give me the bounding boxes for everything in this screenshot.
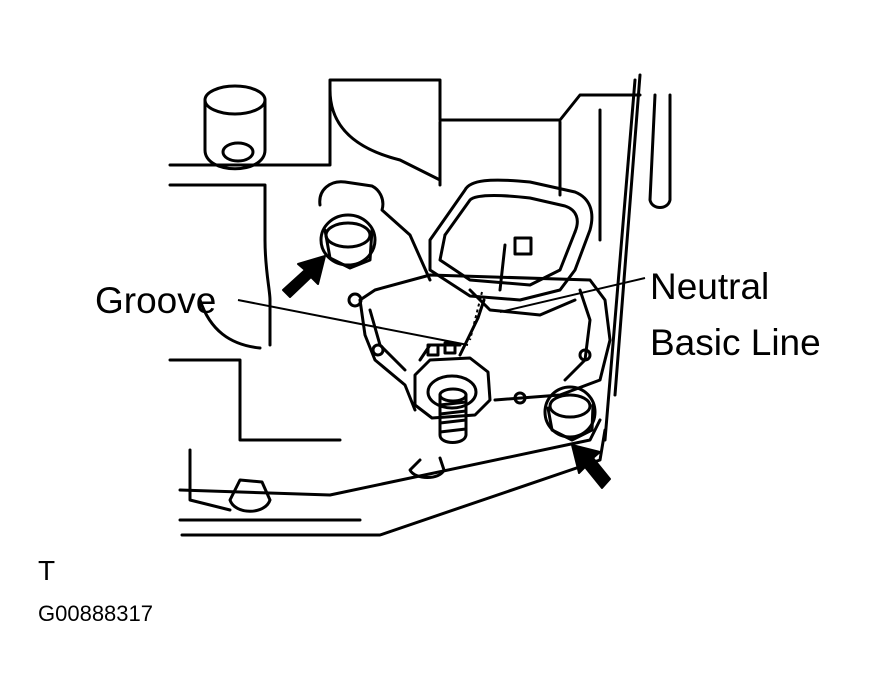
neutral-basic-line-leader bbox=[499, 277, 646, 313]
transmission-case bbox=[168, 78, 642, 522]
left-mounting-bolt bbox=[318, 180, 432, 282]
case-boss bbox=[203, 84, 267, 171]
neutral-basic-line-label: Neutral Basic Line bbox=[650, 259, 821, 370]
arrow-left-bolt-icon bbox=[282, 255, 326, 298]
oil-pan-flange bbox=[178, 418, 607, 537]
neutral-label-line2: Basic Line bbox=[650, 321, 821, 363]
neutral-start-switch bbox=[347, 273, 612, 412]
neutral-basic-line-mark bbox=[469, 291, 483, 341]
view-letter-label: T bbox=[38, 555, 56, 586]
neutral-label-line1: Neutral bbox=[650, 266, 770, 307]
shaft-nut bbox=[413, 298, 492, 420]
groove-label: Groove bbox=[95, 280, 217, 321]
manual-valve-shaft bbox=[438, 387, 468, 444]
right-mounting-bolt bbox=[543, 385, 597, 442]
arrow-right-bolt-icon bbox=[571, 444, 611, 489]
groove-leader-line bbox=[237, 299, 469, 346]
figure-code-label: G00888317 bbox=[38, 601, 153, 626]
side-rail bbox=[603, 73, 672, 442]
switch-connector bbox=[428, 178, 594, 317]
